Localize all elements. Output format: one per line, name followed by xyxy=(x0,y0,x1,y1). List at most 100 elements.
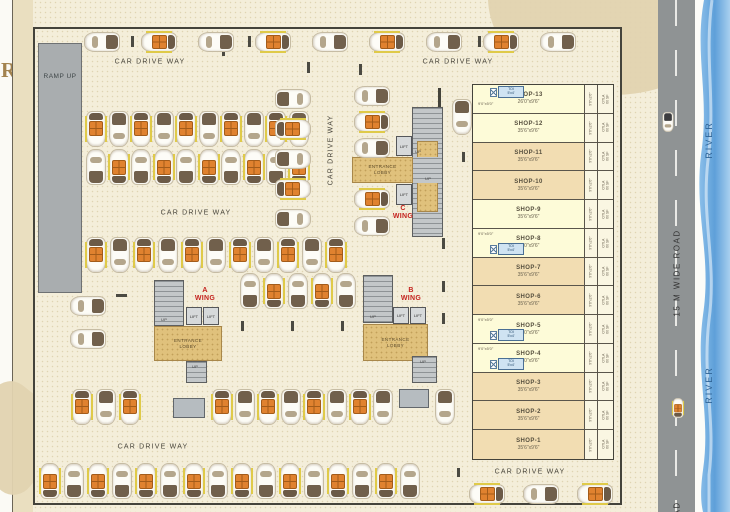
wing-a-lift-1: LIFT xyxy=(186,307,202,325)
parked-car xyxy=(64,463,84,499)
parked-car xyxy=(240,273,260,309)
parked-car xyxy=(235,389,255,425)
parked-car xyxy=(70,296,106,316)
shop-name: SHOP-6 xyxy=(516,293,541,300)
parked-car xyxy=(229,237,251,273)
column-marker xyxy=(241,321,244,331)
parked-car xyxy=(181,237,203,273)
parked-car xyxy=(540,32,576,52)
shop-dim-cell: 9'6"x2'6" xyxy=(585,315,598,343)
parked-car xyxy=(211,389,233,425)
shop-size: 26'0"x9'6" xyxy=(517,99,540,106)
wing-b-staircase-lower: UP xyxy=(412,356,437,383)
parked-car xyxy=(176,149,196,185)
parked-car xyxy=(662,112,674,132)
parked-car xyxy=(221,149,241,185)
parked-car xyxy=(435,389,455,425)
parked-car xyxy=(152,149,175,185)
parked-car xyxy=(135,463,157,499)
shop-dim-cell: 9'6"x2'6" xyxy=(585,113,598,142)
parked-car xyxy=(131,149,151,185)
parked-car xyxy=(85,111,107,147)
shop-name: SHOP-2 xyxy=(516,408,541,415)
wing-b-lift-1: LIFT xyxy=(393,307,409,324)
door-mark xyxy=(490,88,497,97)
shop-size: 26'0"x9'6" xyxy=(517,243,540,250)
parked-car xyxy=(312,32,348,52)
parked-car xyxy=(175,111,197,147)
parked-car xyxy=(141,31,177,53)
parked-car xyxy=(275,89,311,109)
wing-b-staircase: UP xyxy=(363,275,393,323)
parked-car xyxy=(71,389,93,425)
car-drive-way-label: CAR DRIVE WAY xyxy=(160,209,232,217)
parked-car xyxy=(671,398,685,418)
river: RIVER RIVER xyxy=(688,0,730,512)
column-marker xyxy=(359,64,362,75)
road-label-partial: 15 M WIDE ROAD xyxy=(673,501,682,512)
shop-dim-cell: 9'6"x2'6" xyxy=(585,286,598,315)
parked-car xyxy=(256,463,276,499)
parked-car xyxy=(153,111,174,147)
wing-c-staircase xyxy=(412,107,443,237)
parked-car xyxy=(220,111,242,147)
shop-size: 35'6"x9'6" xyxy=(517,415,540,422)
wing-c-lift-2: LIFT xyxy=(396,184,412,205)
utility-box xyxy=(399,389,429,408)
utility-box xyxy=(173,398,205,418)
parked-car xyxy=(375,463,397,499)
parked-car xyxy=(275,118,311,140)
shop-size: 35'6"x9'6" xyxy=(517,300,540,307)
column-marker xyxy=(462,152,465,162)
parked-car xyxy=(158,237,178,273)
parked-car xyxy=(255,31,291,53)
road: 15 M WIDE ROAD 15 M WIDE ROAD xyxy=(658,0,695,512)
river-label-1: RIVER xyxy=(704,121,714,159)
wall-stub xyxy=(438,88,441,107)
shop-name: SHOP-9 xyxy=(516,207,541,214)
shop-size: 35'6"x9'6" xyxy=(517,271,540,278)
parked-car xyxy=(110,237,130,273)
column-marker xyxy=(341,321,344,331)
column-marker xyxy=(442,313,445,324)
parked-car xyxy=(243,111,264,147)
parked-car xyxy=(327,463,349,499)
shop-dim-cell: 9'6"x2'6" xyxy=(585,200,598,228)
parked-car xyxy=(469,483,505,505)
shop-size: 35'6"x9'6" xyxy=(517,214,540,221)
parked-car xyxy=(277,237,299,273)
toilet-dim-label: 9'0"x5'0" xyxy=(478,317,494,323)
column-marker xyxy=(457,468,460,477)
wing-c-lift-1: LIFT xyxy=(396,136,412,156)
shop-dim-cell: 9'6"x2'6" xyxy=(585,343,598,372)
parked-car xyxy=(231,463,253,499)
parked-car xyxy=(577,483,613,505)
shop-dim-cell: 9'6"x2'6" xyxy=(585,372,598,401)
parked-car xyxy=(96,389,116,425)
parked-car xyxy=(263,273,285,309)
parked-car xyxy=(354,138,390,158)
shop-name: SHOP-11 xyxy=(514,149,543,156)
parked-car xyxy=(112,463,132,499)
